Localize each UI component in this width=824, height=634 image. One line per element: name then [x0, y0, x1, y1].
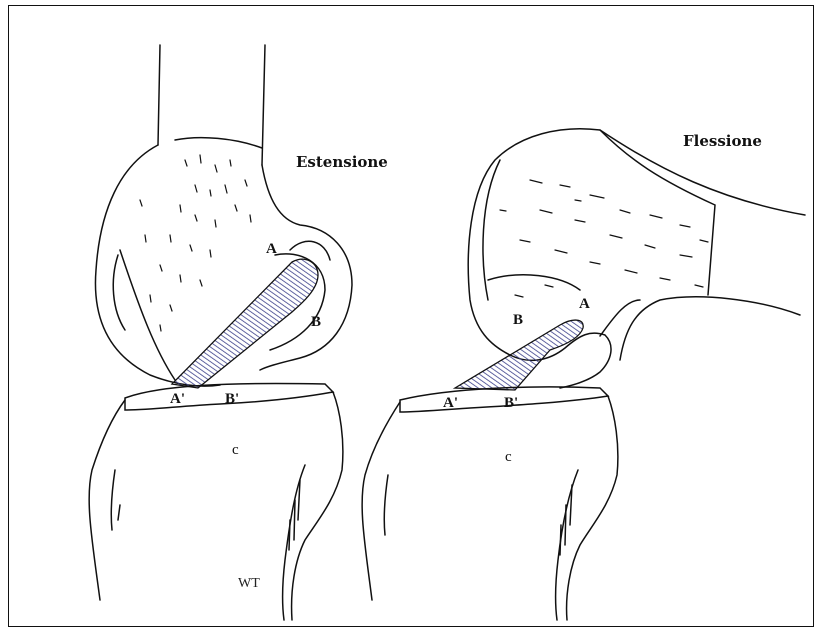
left-label-c: c: [232, 442, 239, 459]
left-cartilage-cap: [175, 138, 262, 148]
right-tibia: [362, 396, 618, 620]
right-label-b-prime: B': [504, 395, 518, 412]
left-label-b-prime: B': [225, 391, 239, 408]
right-knee-flexion: [362, 129, 805, 620]
left-tibia: [89, 392, 343, 620]
left-label-a-prime: A': [170, 391, 185, 408]
right-ligament: [455, 320, 583, 390]
left-label-b: B: [311, 314, 321, 331]
extension-title: Estensione: [296, 153, 388, 171]
left-label-a: A: [266, 241, 277, 258]
right-label-a-prime: A': [443, 395, 458, 412]
left-knee-extension: [89, 45, 352, 620]
right-label-b: B: [513, 312, 523, 329]
artist-signature: WT: [238, 576, 260, 592]
left-femur-shaft: [158, 45, 265, 165]
right-label-a: A: [579, 296, 590, 313]
right-label-c: c: [505, 449, 512, 466]
flexion-title: Flessione: [683, 132, 762, 150]
left-ligament: [172, 259, 318, 388]
